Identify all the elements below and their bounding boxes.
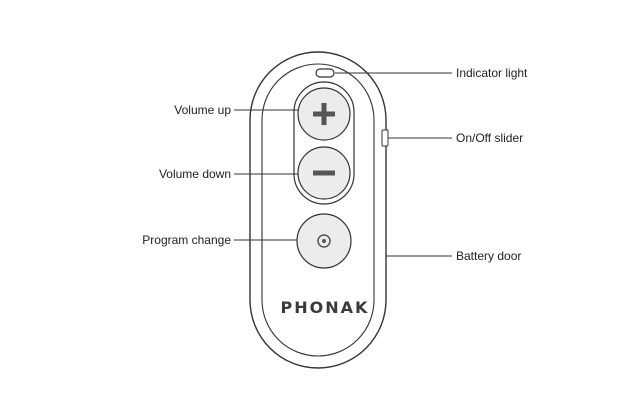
callout-lines (234, 72, 452, 257)
circle-dot-icon (317, 234, 331, 248)
indicator-light-icon (315, 68, 335, 78)
on-off-slider-icon (381, 129, 389, 147)
label-volume-up: Volume up (174, 103, 231, 117)
label-program-change: Program change (142, 233, 231, 247)
label-indicator-light: Indicator light (456, 66, 528, 80)
label-on-off-slider: On/Off slider (456, 131, 523, 145)
program-change-button (296, 213, 352, 269)
plus-icon (313, 103, 335, 125)
label-volume-down: Volume down (159, 167, 231, 181)
volume-down-button (297, 146, 351, 200)
brand-logo: PHONAK (281, 298, 370, 317)
label-battery-door: Battery door (456, 249, 521, 263)
minus-icon (313, 170, 335, 176)
volume-up-button (297, 87, 351, 141)
